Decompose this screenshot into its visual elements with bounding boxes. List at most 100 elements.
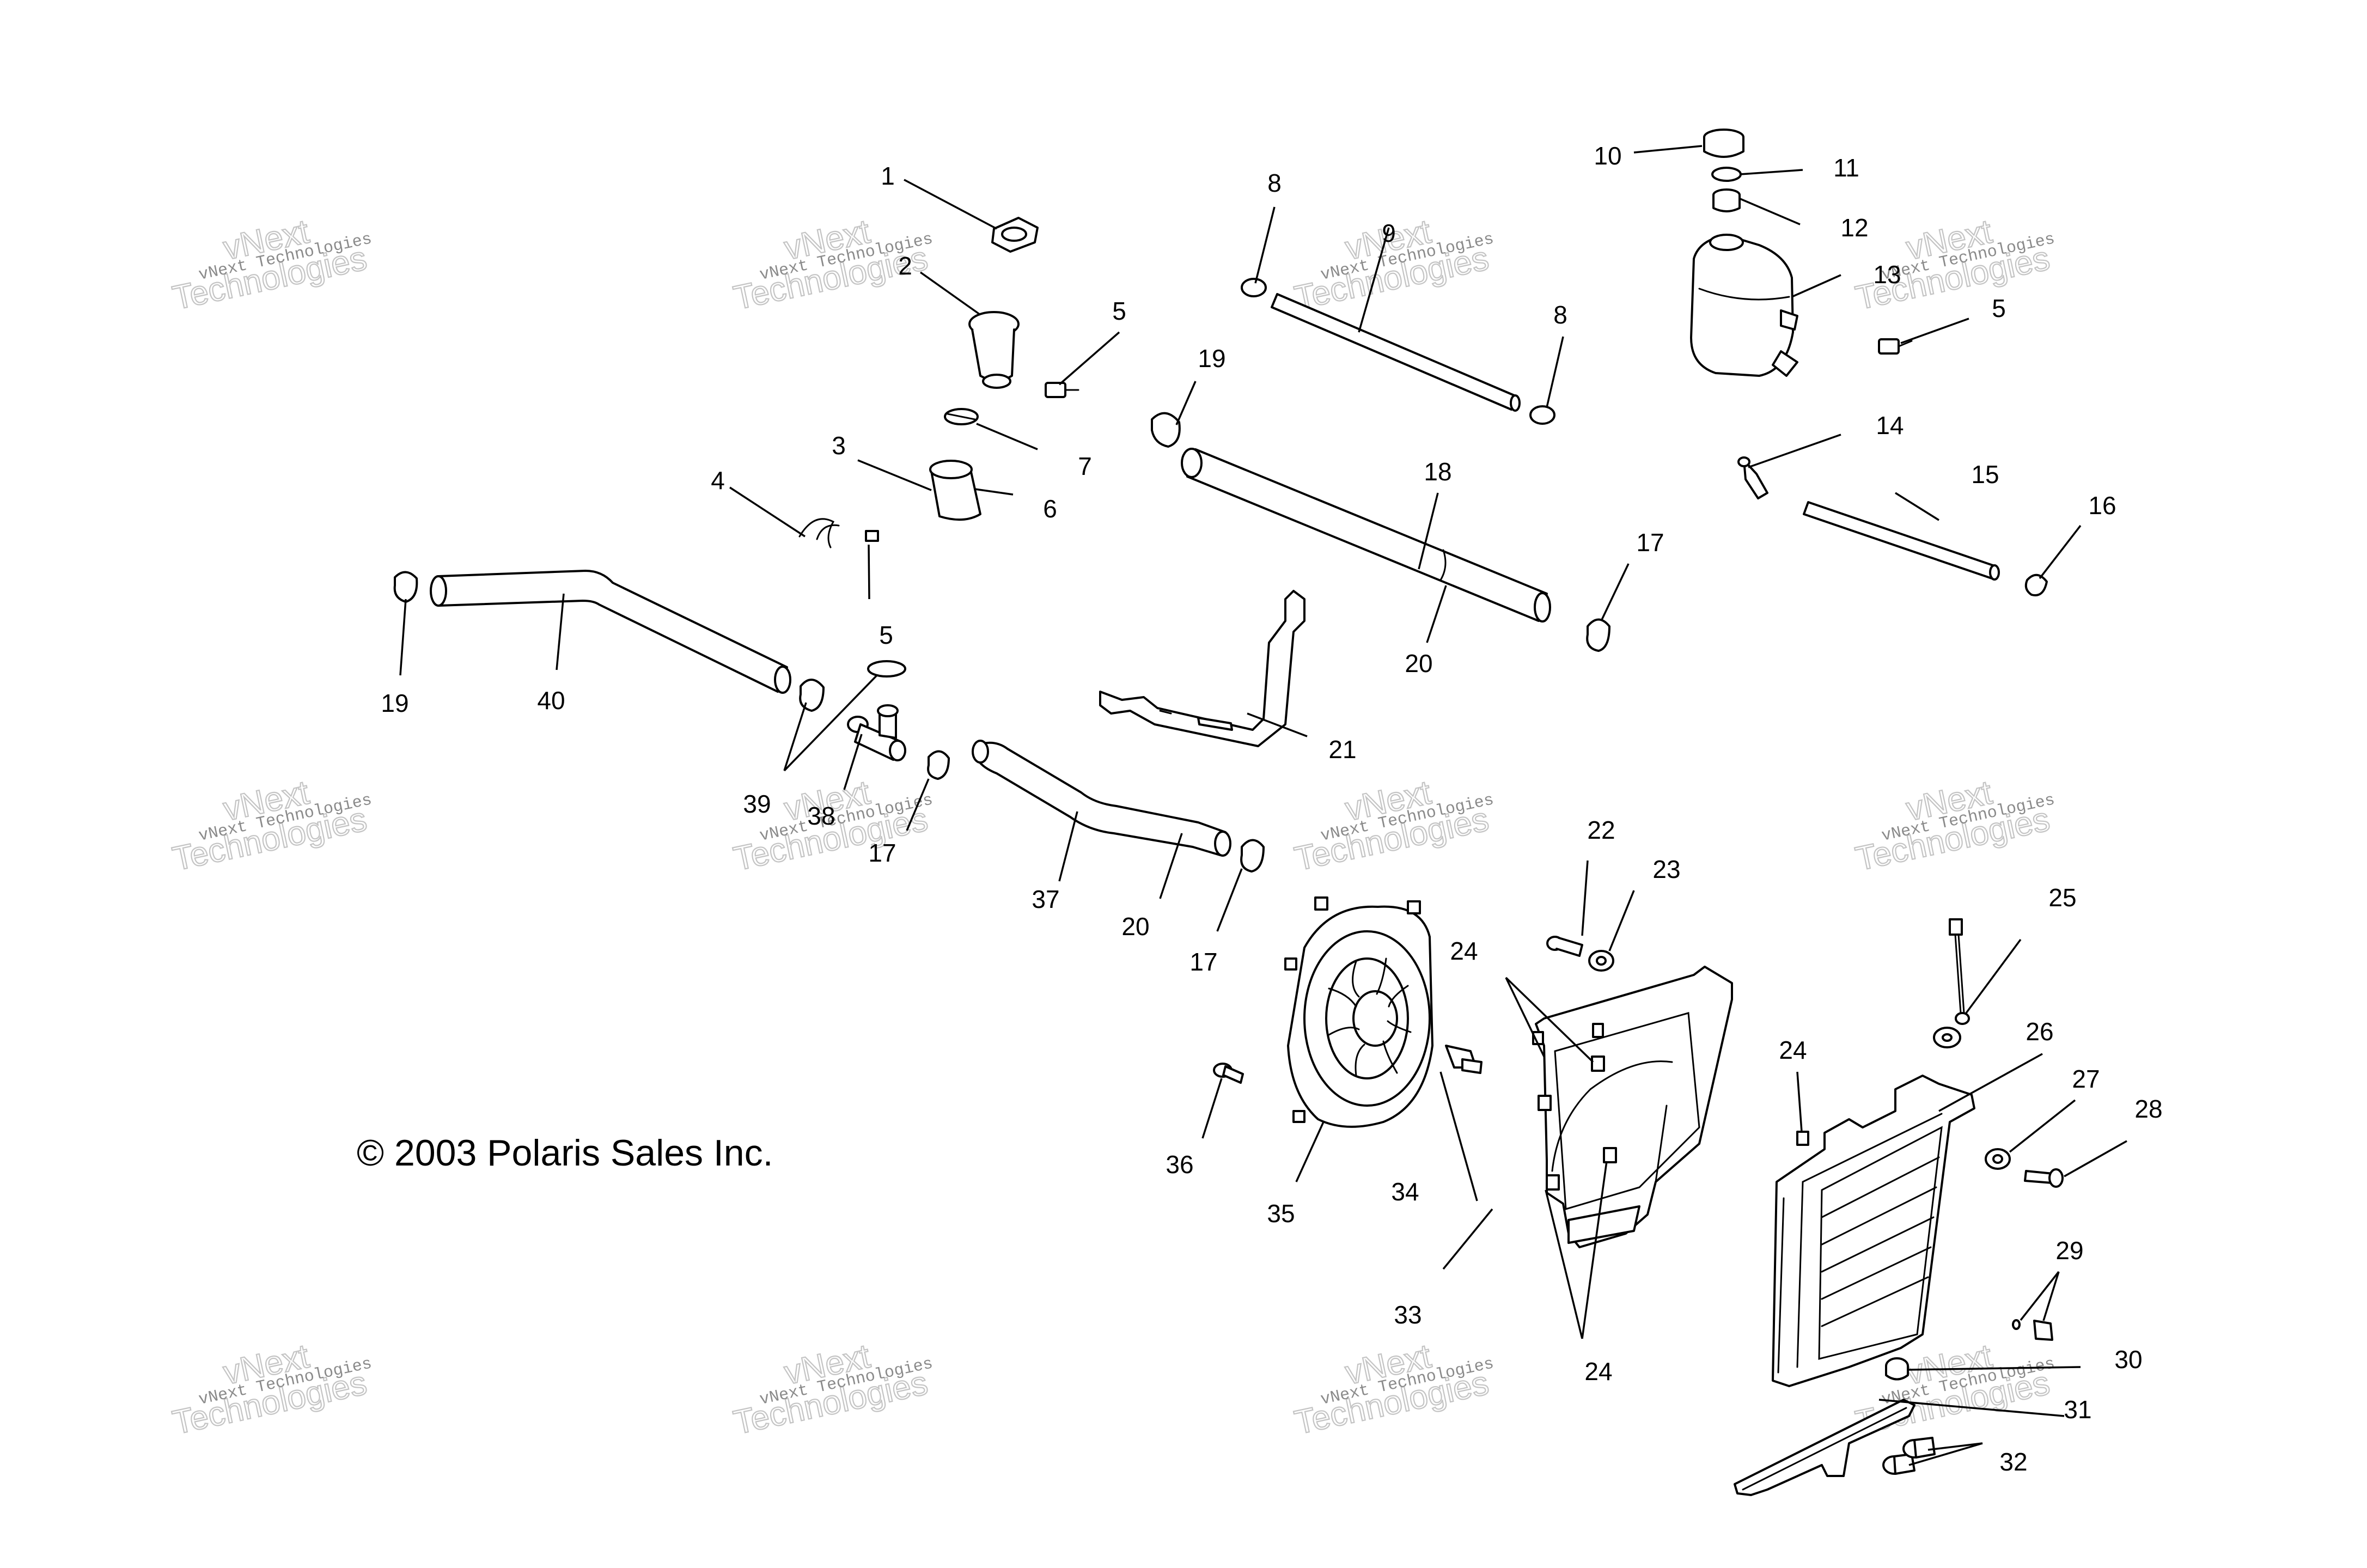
radiator [1772,1075,1975,1387]
bolt [2024,1168,2064,1188]
grommet [1885,1357,1909,1381]
callout-9: 9 [1382,219,1396,247]
callout-37: 37 [1032,885,1059,913]
callout-17b: 17 [868,839,896,867]
callout-7: 7 [1078,452,1092,480]
callout-13: 13 [1873,260,1901,289]
screw [1445,1045,1483,1074]
callout-25: 25 [2048,883,2076,912]
o-ring [1711,167,1742,182]
lower-bracket [1734,1399,1915,1496]
vent-hose [1803,501,2000,581]
overflow-hose [1271,293,1521,412]
callout-24a: 24 [1450,937,1478,965]
bolt [1546,936,1583,957]
callout-8b: 8 [1553,301,1567,329]
radiator-cap [991,217,1039,253]
callout-20b: 20 [1121,912,1149,941]
clip [1603,1147,1617,1163]
callout-24c: 24 [1779,1036,1807,1064]
clip [1538,1095,1552,1111]
leader-lines [399,145,2127,1466]
screw [1213,1063,1244,1084]
nut [1985,1148,2011,1170]
grommet [1933,1027,1961,1048]
callout-2: 2 [898,252,912,280]
callout-21: 21 [1328,735,1356,764]
callout-12: 12 [1840,213,1868,242]
callout-5b: 5 [879,621,893,649]
cooling-fan [1284,896,1433,1128]
callout-31: 31 [2064,1395,2091,1424]
callout-40: 40 [537,686,565,715]
callout-38: 38 [807,802,835,830]
callout-32: 32 [1999,1448,2027,1476]
callout-4: 4 [711,466,725,495]
coolant-reservoir [1690,234,1798,377]
bottle-adapter [1712,188,1741,212]
callout-20a: 20 [1405,649,1432,678]
callout-6: 6 [1043,495,1057,523]
hose-fitting [1737,456,1768,499]
temperature-sensor [1949,918,1970,1025]
hose-clamp [927,750,950,780]
callout-19a: 19 [1198,344,1225,373]
callout-1: 1 [881,162,895,190]
callout-19b: 19 [381,689,408,717]
callout-labels: 1 2 3 4 5 5 5 5 6 7 8 8 9 10 11 12 13 14… [381,142,2162,1476]
bolt [1902,1437,1936,1459]
hose-clamp [944,408,979,425]
hose-clip [798,518,840,548]
callout-24b: 24 [1584,1357,1612,1386]
callout-10: 10 [1594,142,1621,170]
callout-17c: 17 [1189,948,1217,976]
clip [1591,1055,1605,1072]
callout-5c: 5 [1992,294,2006,322]
hose-clamp [1241,278,1267,297]
callout-28: 28 [2134,1095,2162,1123]
callout-15: 15 [1971,460,1999,489]
radiator-hose-lower [430,570,791,694]
clip [1546,1174,1560,1191]
hose-clamp [1151,412,1181,448]
bypass-hose [972,740,1231,857]
hose-clamp [799,679,825,712]
hose-clamp [1240,839,1265,873]
callout-14: 14 [1876,411,1904,440]
hose-clamp [867,660,906,678]
hose-clamp [2024,573,2048,596]
bolt [1882,1453,1915,1475]
callout-30: 30 [2114,1345,2142,1374]
hose-clamp [393,571,418,603]
callout-35: 35 [1267,1199,1295,1228]
bottle-cap [1703,129,1744,158]
callout-3: 3 [832,431,846,460]
small-screw [865,530,879,542]
callout-23: 23 [1652,855,1680,883]
hose-clamp [1529,405,1555,425]
copyright-notice: © 2003 Polaris Sales Inc. [357,1132,773,1174]
callout-16: 16 [2088,491,2116,520]
callout-5a: 5 [1112,297,1126,325]
fan-shroud [1532,966,1733,1248]
hose-clamp [1586,618,1610,652]
clip [1796,1131,1809,1146]
drain-plug [2012,1319,2053,1341]
tee-fitting [847,704,906,761]
radiator-hose-upper [1181,448,1551,623]
callout-17a: 17 [1636,528,1664,557]
callout-18: 18 [1424,457,1451,486]
callout-22: 22 [1587,816,1615,844]
callout-33: 33 [1394,1301,1422,1329]
mounting-bracket [1099,590,1305,747]
